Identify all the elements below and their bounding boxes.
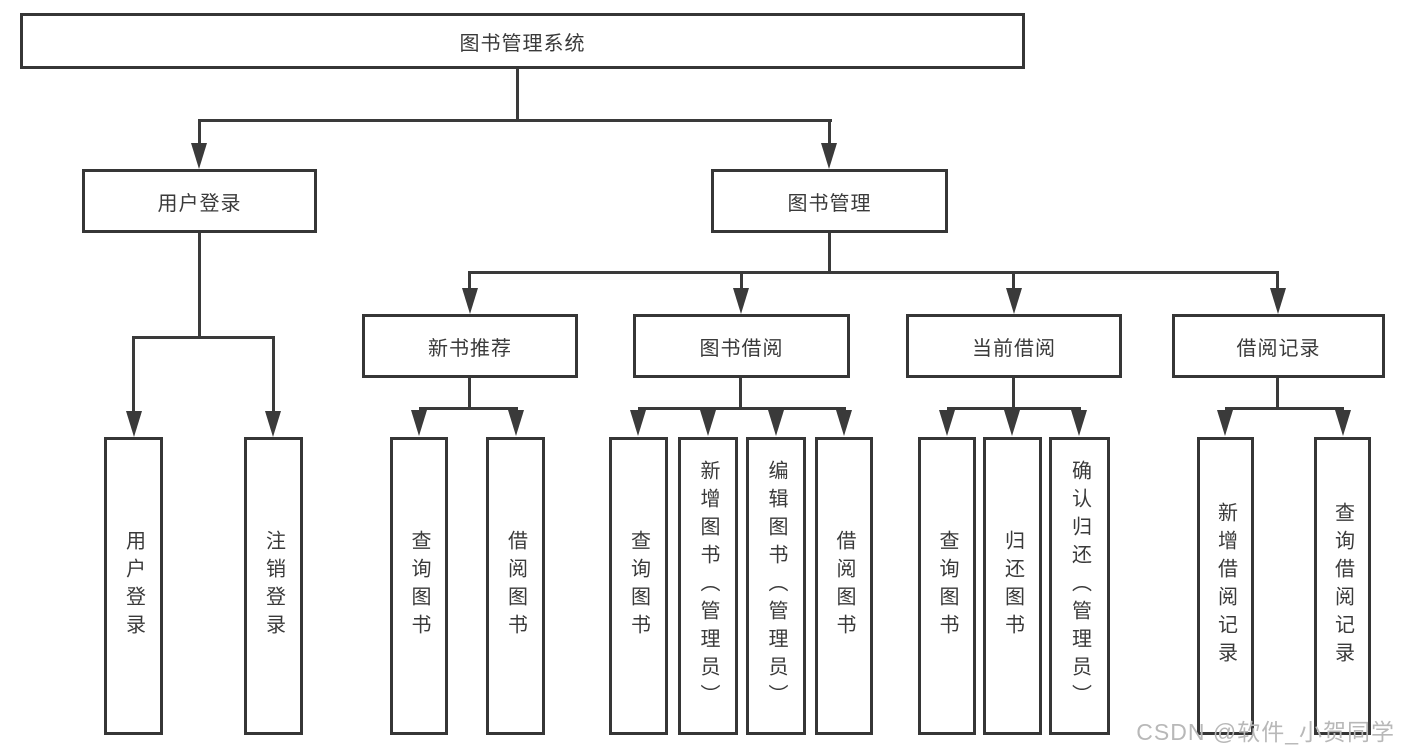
- node-label: 查询借阅记录: [1331, 502, 1354, 670]
- node-label: 新增借阅记录: [1214, 502, 1237, 670]
- connector-records-drop: [1276, 271, 1279, 291]
- node-book-management-system: 图书管理系统: [20, 13, 1025, 69]
- node-user-login-leaf: 用户登录: [104, 437, 163, 735]
- connector-current-drop: [1012, 271, 1015, 291]
- arrowhead-down: [1006, 288, 1022, 314]
- connector-borrow-stem: [739, 378, 742, 407]
- connector-recommend-bar: [419, 407, 518, 410]
- connector-records-stem: [1276, 378, 1279, 407]
- node-current-borrowing: 当前借阅: [906, 314, 1122, 378]
- arrowhead-down: [1004, 410, 1020, 436]
- arrowhead-down: [411, 410, 427, 436]
- node-label: 查询图书: [627, 530, 650, 642]
- connector-login-drop: [132, 336, 135, 414]
- connector-userlogin-stem: [198, 119, 201, 147]
- arrowhead-down: [836, 410, 852, 436]
- node-label: 归还图书: [1001, 530, 1024, 642]
- arrowhead-down: [508, 410, 524, 436]
- node-label: 新书推荐: [428, 337, 512, 360]
- node-borrowing-records: 借阅记录: [1172, 314, 1385, 378]
- connector-login-bar: [132, 336, 275, 339]
- node-add-borrow-record: 新增借阅记录: [1197, 437, 1254, 735]
- node-label: 当前借阅: [972, 337, 1056, 360]
- node-label: 借阅图书: [504, 530, 527, 642]
- node-query-books-recommend: 查询图书: [390, 437, 448, 735]
- node-label: 借阅记录: [1236, 337, 1321, 360]
- connector-mgmt-stem: [828, 233, 831, 271]
- csdn-watermark: CSDN @软件_小贺同学: [1136, 719, 1395, 745]
- node-confirm-return-admin: 确认归还（管理员）: [1049, 437, 1110, 735]
- connector-borrow-bar: [638, 407, 846, 410]
- node-label: 图书管理系统: [459, 32, 586, 55]
- arrowhead-down: [1217, 410, 1233, 436]
- connector-recommend-stem: [468, 378, 471, 407]
- arrowhead-down: [1335, 410, 1351, 436]
- node-query-books-borrow: 查询图书: [609, 437, 668, 735]
- arrowhead-down: [700, 410, 716, 436]
- arrowhead-down: [126, 411, 142, 437]
- connector-logout-drop: [272, 336, 275, 414]
- node-label: 用户登录: [157, 192, 242, 215]
- arrowhead-down: [821, 143, 837, 169]
- connector-current-stem: [1012, 378, 1015, 407]
- node-edit-books-admin: 编辑图书（管理员）: [746, 437, 806, 735]
- node-borrow-books-leaf: 借阅图书: [815, 437, 873, 735]
- node-label: 编辑图书（管理员）: [765, 460, 787, 712]
- arrowhead-down: [733, 288, 749, 314]
- node-label: 图书借阅: [699, 337, 784, 360]
- node-label: 确认归还（管理员）: [1068, 460, 1091, 712]
- connector-records-bar: [1225, 407, 1344, 410]
- node-borrow-books-recommend: 借阅图书: [486, 437, 545, 735]
- node-label: 注销登录: [262, 530, 285, 642]
- connector-root-bar: [198, 119, 832, 122]
- arrowhead-down: [1270, 288, 1286, 314]
- node-query-books-current: 查询图书: [918, 437, 976, 735]
- node-new-book-recommend: 新书推荐: [362, 314, 578, 378]
- node-label: 新增图书（管理员）: [697, 460, 719, 712]
- arrowhead-down: [265, 411, 281, 437]
- node-label: 用户登录: [122, 530, 145, 642]
- node-label: 图书管理: [787, 192, 872, 215]
- connector-mgmt-bar: [468, 271, 1279, 274]
- arrowhead-down: [462, 288, 478, 314]
- node-label: 借阅图书: [833, 530, 855, 642]
- node-label: 查询图书: [936, 530, 958, 642]
- arrowhead-down: [939, 410, 955, 436]
- node-add-books-admin: 新增图书（管理员）: [678, 437, 738, 735]
- node-book-borrowing: 图书借阅: [633, 314, 850, 378]
- connector-current-bar: [947, 407, 1081, 410]
- node-user-login-branch: 用户登录: [82, 169, 317, 233]
- connector-login-stem: [198, 233, 201, 336]
- connector-borrow-drop: [740, 271, 743, 291]
- node-logout-leaf: 注销登录: [244, 437, 303, 735]
- connector-recommend-drop: [468, 271, 471, 291]
- connector-bookmgmt-stem: [828, 119, 831, 147]
- arrowhead-down: [630, 410, 646, 436]
- node-label: 查询图书: [408, 530, 430, 642]
- connector-root-stem: [516, 69, 519, 119]
- arrowhead-down: [191, 143, 207, 169]
- node-book-management-branch: 图书管理: [711, 169, 948, 233]
- arrowhead-down: [1071, 410, 1087, 436]
- node-query-borrow-record: 查询借阅记录: [1314, 437, 1371, 735]
- node-return-books: 归还图书: [983, 437, 1042, 735]
- arrowhead-down: [768, 410, 784, 436]
